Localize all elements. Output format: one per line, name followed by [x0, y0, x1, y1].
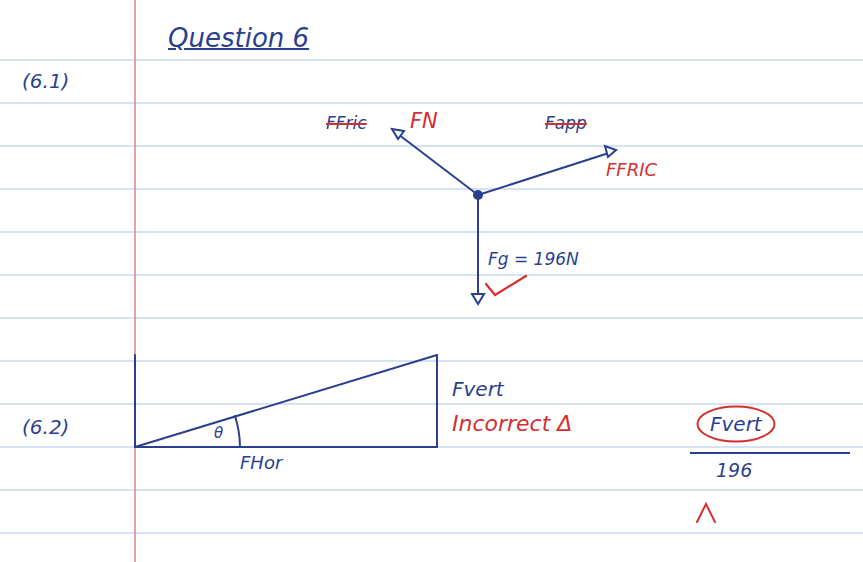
part-number: (6.1)	[22, 70, 69, 92]
node-text: Fvert	[710, 413, 762, 435]
question-heading: Question 6	[168, 24, 309, 53]
side-label: Fvert	[452, 378, 504, 400]
side-label: FHor	[240, 453, 282, 473]
teacher-comment: Incorrect Δ	[452, 412, 572, 436]
crossed-out-label: FFric	[326, 114, 367, 133]
force-label: FN	[410, 110, 438, 133]
denominator: 196	[716, 460, 752, 481]
force-label: Fg = 196N	[488, 250, 579, 269]
force-label: FFRIC	[606, 160, 657, 180]
part-number: (6.2)	[22, 416, 69, 438]
caret-mark	[697, 504, 715, 522]
ruled-lines	[0, 60, 863, 533]
crossed-out-label: Fapp	[545, 114, 587, 133]
circled-term: Fvert	[696, 405, 776, 443]
circle-outline-shape	[698, 407, 775, 442]
free-body-diagram	[392, 129, 616, 304]
right-triangle	[135, 355, 437, 447]
angle-label: θ	[214, 425, 223, 442]
fraction-line	[690, 452, 850, 454]
check-mark	[486, 276, 526, 295]
margin-line	[134, 0, 136, 562]
